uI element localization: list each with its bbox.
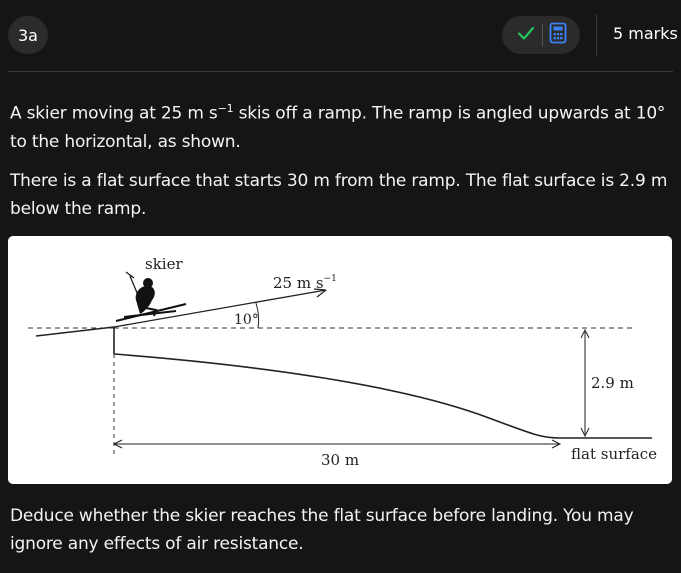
question-tools: [502, 16, 580, 54]
landing-slope: [113, 353, 652, 439]
question-paragraph-1: A skier moving at 25 m s−1 skis off a ra…: [10, 95, 670, 156]
skier-figure: [115, 271, 187, 322]
skier-label: skier: [145, 255, 183, 273]
surface-label: flat surface: [571, 445, 657, 463]
height-label: 2.9 m: [591, 374, 634, 392]
tools-divider: [541, 24, 543, 46]
angle-label: 10°: [234, 312, 259, 328]
question-paragraph-3: Deduce whether the skier reaches the fla…: [10, 506, 634, 554]
question-paragraph-2: There is a flat surface that starts 30 m…: [10, 171, 668, 219]
angle-arc: [255, 302, 260, 329]
marks-label: 5 marks: [613, 24, 678, 43]
header-rule: [8, 71, 673, 72]
question-number-badge: 3a: [8, 16, 48, 54]
p1-text-a: A skier moving at 25 m s: [10, 103, 218, 124]
velocity-label: 25 m s−1: [273, 274, 337, 292]
velocity-arrow: [113, 289, 327, 328]
header-divider: [596, 14, 597, 56]
velocity-sup: −1: [324, 274, 337, 284]
p1-superscript: −1: [217, 102, 234, 115]
ramp-diagram: skier 25 m s−1 10° 2.9 m 30 m flat surfa…: [8, 236, 672, 484]
p1-text-b: skis off a ramp. The ramp is angled upwa…: [10, 103, 666, 152]
check-icon[interactable]: [516, 23, 536, 47]
velocity-text: 25 m s: [273, 274, 324, 292]
ramp-line: [35, 326, 115, 337]
distance-label: 30 m: [321, 451, 359, 469]
calculator-icon[interactable]: [549, 22, 567, 48]
